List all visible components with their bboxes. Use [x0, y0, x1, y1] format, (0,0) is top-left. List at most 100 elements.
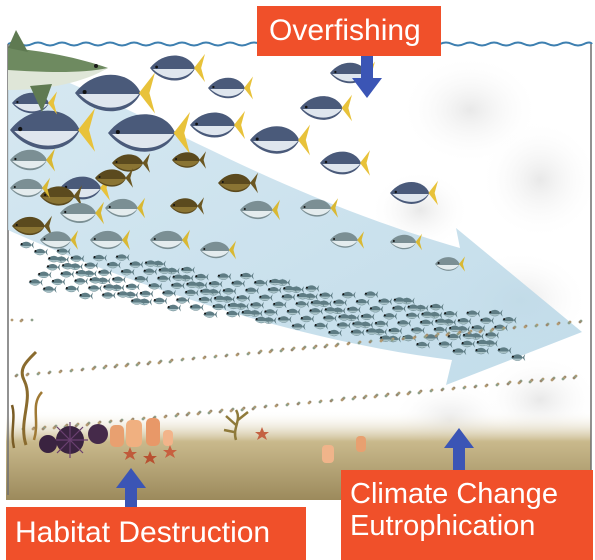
- yellowtail-icon: [150, 229, 190, 251]
- shark-icon: [8, 30, 108, 112]
- plankton-icon: [429, 389, 433, 393]
- small-fish-icon: [452, 348, 467, 356]
- plankton-icon: [31, 427, 35, 431]
- plankton-icon: [174, 414, 178, 418]
- small-fish-icon: [134, 275, 149, 283]
- small-fish-icon: [474, 347, 489, 355]
- small-fish-icon: [208, 280, 223, 288]
- small-fish-icon: [249, 301, 264, 309]
- tuna-icon: [10, 108, 95, 152]
- plankton-icon: [91, 367, 95, 371]
- small-fish-icon: [407, 304, 422, 312]
- plankton-icon: [135, 363, 139, 367]
- kelp-icon: [223, 409, 249, 441]
- small-fish-icon: [378, 298, 393, 306]
- plankton-icon: [102, 366, 106, 370]
- small-fish-icon: [70, 255, 85, 263]
- small-fish-icon: [65, 285, 80, 293]
- small-fish-icon: [213, 295, 228, 303]
- small-fish-icon: [87, 284, 102, 292]
- plankton-icon: [456, 332, 460, 336]
- small-fish-icon: [139, 290, 154, 298]
- small-fish-icon: [476, 339, 491, 347]
- plankton-icon: [362, 396, 366, 400]
- small-fish-icon: [502, 316, 517, 324]
- small-fish-icon: [286, 308, 301, 316]
- small-fish-icon: [337, 313, 352, 321]
- small-fish-icon: [148, 282, 163, 290]
- plankton-icon: [257, 351, 261, 355]
- small-fish-icon: [360, 313, 375, 321]
- plankton-icon: [168, 360, 172, 364]
- plankton-icon: [58, 370, 62, 374]
- plankton-icon: [384, 394, 388, 398]
- small-fish-icon: [308, 307, 323, 315]
- climate-change-text: Climate Change: [350, 478, 558, 510]
- small-fish-icon: [61, 262, 76, 270]
- plankton-icon: [251, 407, 255, 411]
- plankton-icon: [556, 322, 560, 326]
- small-fish-icon: [37, 271, 52, 279]
- plankton-icon: [141, 417, 145, 421]
- small-fish-icon: [272, 301, 287, 309]
- plankton-icon: [163, 415, 167, 419]
- grouper-icon: [95, 168, 133, 188]
- small-fish-icon: [111, 276, 126, 284]
- small-fish-icon: [511, 354, 526, 362]
- small-fish-icon: [189, 303, 204, 312]
- small-fish-icon: [203, 310, 218, 319]
- small-fish-icon: [212, 303, 227, 311]
- small-fish-icon: [410, 326, 425, 334]
- tuna-icon: [75, 72, 155, 114]
- tuna-icon: [390, 180, 438, 206]
- small-fish-icon: [244, 287, 259, 295]
- plankton-icon: [401, 337, 405, 341]
- overfishing-arrow-icon: [352, 56, 382, 98]
- small-fish-icon: [143, 268, 158, 276]
- yellowtail-icon: [200, 240, 236, 260]
- small-fish-icon: [120, 268, 135, 276]
- small-fish-icon: [324, 306, 339, 314]
- small-fish-icon: [158, 267, 173, 275]
- plankton-icon: [351, 397, 355, 401]
- plankton-icon: [119, 419, 123, 423]
- plankton-icon: [406, 392, 410, 396]
- plankton-icon: [395, 393, 399, 397]
- small-fish-icon: [282, 285, 297, 293]
- plankton-icon: [191, 357, 195, 361]
- plankton-icon: [478, 330, 482, 334]
- plankton-icon: [346, 342, 350, 346]
- plankton-icon: [246, 352, 250, 356]
- small-fish-icon: [267, 286, 282, 294]
- small-fish-icon: [350, 328, 365, 337]
- plankton-icon: [528, 380, 532, 384]
- small-fish-icon: [101, 291, 116, 300]
- small-fish-icon: [194, 273, 209, 281]
- small-fish-icon: [433, 326, 448, 334]
- plankton-icon: [434, 334, 438, 338]
- small-fish-icon: [322, 314, 337, 322]
- sponge-icon: [110, 418, 366, 463]
- sea-urchin-icon: [39, 422, 108, 458]
- plankton-icon: [74, 424, 78, 428]
- yellowtail-icon: [60, 201, 104, 225]
- plankton-icon: [307, 401, 311, 405]
- small-fish-icon: [258, 294, 273, 302]
- small-fish-icon: [20, 241, 34, 249]
- small-fish-icon: [364, 291, 379, 299]
- plankton-icon: [207, 411, 211, 415]
- small-fish-layer: [20, 241, 526, 362]
- small-fish-icon: [144, 259, 159, 268]
- plankton-icon: [213, 355, 217, 359]
- small-fish-icon: [175, 296, 190, 304]
- tuna-icon: [250, 124, 310, 156]
- yellowtail-icon: [105, 197, 145, 219]
- small-fish-icon: [268, 278, 283, 286]
- small-fish-icon: [97, 269, 112, 277]
- plankton-icon: [368, 340, 372, 344]
- plankton-icon: [235, 353, 239, 357]
- small-fish-icon: [471, 324, 486, 332]
- plankton-layer: [10, 318, 583, 431]
- small-fish-icon: [75, 269, 90, 277]
- plankton-icon: [224, 354, 228, 358]
